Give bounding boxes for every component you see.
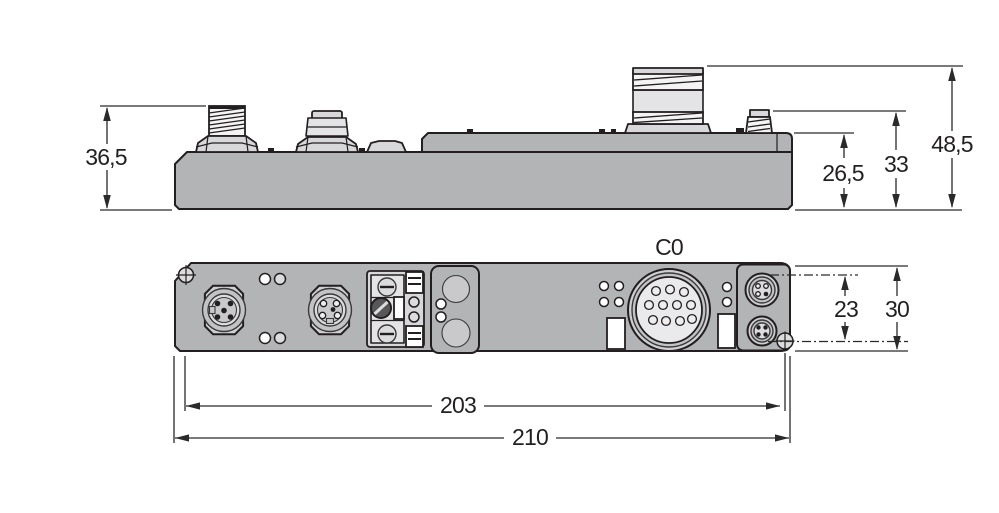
side-body (174, 151, 793, 210)
connector-label-c0: C0 (655, 234, 683, 260)
gland-opening-top (441, 274, 471, 304)
terminal-block (366, 270, 425, 348)
side-dimensions: 36,5 26,5 33 48,5 (85, 65, 974, 211)
dim-203: 203 (184, 353, 786, 418)
dim-33: 33 (773, 110, 909, 208)
led-grid (598, 280, 625, 308)
side-connector-m12-female (295, 110, 359, 153)
dim-210: 210 (173, 356, 791, 450)
side-connector-m8 (744, 109, 774, 134)
surface-ticks (268, 128, 744, 152)
front-view (174, 262, 795, 354)
wire-clamp-bottom (405, 325, 424, 348)
dim-text-210: 210 (512, 424, 548, 450)
side-connector-round-large (624, 67, 712, 134)
led-pair-right (721, 281, 733, 308)
wire-clamp-top (405, 271, 424, 294)
label-strip-left (606, 317, 626, 350)
side-view (174, 67, 793, 210)
led-pair-bottom (258, 331, 287, 345)
dim-text-26-5: 26,5 (822, 160, 864, 186)
side-raised-section (421, 132, 793, 153)
dim-23: 23 (768, 274, 908, 343)
dim-48-5: 48,5 (707, 65, 974, 208)
front-mid-cover (430, 265, 480, 354)
side-low-profile-element (366, 140, 407, 153)
dim-26-5: 26,5 (794, 132, 865, 208)
dim-text-203: 203 (440, 392, 476, 418)
dim-text-36-5: 36,5 (85, 144, 127, 170)
mounting-hole-top-left (176, 265, 196, 285)
dim-text-30: 30 (885, 296, 909, 322)
dim-text-33: 33 (884, 151, 908, 177)
dim-text-23: 23 (834, 296, 858, 322)
side-connector-m12-male (195, 105, 259, 153)
gland-opening-bottom (441, 318, 471, 348)
front-m8-socket-top (744, 272, 780, 308)
led (435, 311, 447, 323)
front-m12-socket-2 (307, 284, 353, 336)
front-m12-socket-1 (201, 284, 247, 336)
label-strip-right (717, 313, 736, 349)
led-pair-top (258, 272, 287, 286)
connector-pins (643, 284, 698, 327)
front-connector-round-large (627, 268, 711, 352)
dim-text-48-5: 48,5 (931, 131, 973, 157)
front-m8-socket-bottom (746, 315, 778, 347)
dim-36-5: 36,5 (85, 105, 206, 211)
dim-30: 30 (795, 265, 910, 352)
led (435, 298, 447, 310)
front-dimensions: C0 23 30 203 (173, 234, 910, 450)
